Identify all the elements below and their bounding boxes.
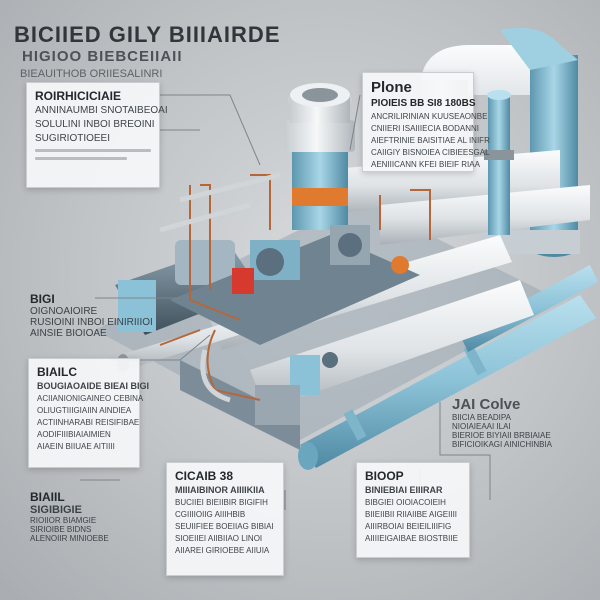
label-subheading: SIGIBIGIE	[30, 504, 82, 516]
panel-line: SUGIRIOTIOEEI	[35, 133, 111, 144]
panel-line: CNIIERI ISAIIIECIA BODANNI	[371, 124, 480, 133]
panel-subheading: BINIEBIAI EIIIRAR	[365, 485, 443, 495]
panel-line: AIEFTRINIE BAISITIAE AL INIFR	[371, 136, 490, 145]
panel-line: ACTIINHARABI REISIFIBAE	[37, 418, 140, 427]
info-panel-top-right: Plone PIOIEIS BB SI8 180BS ANCRILIRINIAN…	[362, 72, 490, 172]
white-pipe-main-2	[250, 280, 534, 410]
label-line: SIRIOIBE BIDNS	[30, 525, 92, 534]
label-line: RIOIIOR BIAMGIE	[30, 516, 97, 525]
panel-line: AENIIICANN KFEI BIEIF RIAA	[371, 160, 480, 169]
panel-line: OLIUGTIIIGIAIIN AINDIEA	[37, 406, 132, 415]
blue-column-right	[484, 90, 514, 235]
panel-line: AIAEIN BIIUAE AITIIII	[37, 442, 115, 451]
label-heading: BIGI	[30, 292, 55, 306]
page-title: BICIIED GILY BIIIAIRDE	[14, 22, 281, 47]
machine-base-front	[180, 360, 300, 450]
panel-subheading: BOUGIAOAIDE BIEAI BIGI	[37, 381, 150, 391]
panel-line: BUCIIEI BIEIIBIR BIGIFIH	[175, 498, 268, 507]
label-bottom-left: BIAIIL SIGIBIGIE RIOIIOR BIAMGIE SIRIOIB…	[30, 490, 109, 543]
central-tower	[285, 83, 355, 230]
label-line: AINSIE BIOIOAE	[30, 328, 107, 339]
label-heading: JAI Colve	[452, 396, 521, 413]
panel-line: AIIIIEIGAIBAE BIOSTBIIE	[365, 534, 458, 543]
label-line: OIGNOAIOIRE	[30, 306, 98, 317]
label-line: RUSIOINI INBOI EINIRIIIOI	[30, 317, 153, 328]
label-right: JAI Colve BIICIA BEADIPA NIOIAIEAAI ILAI…	[452, 396, 552, 449]
page-tagline: BIEAUITHOB ORIIESALINRI	[20, 68, 163, 80]
info-panel-bottom-right: BIOOP BINIEBIAI EIIIRAR BIBGIEI OIOIACOI…	[356, 462, 470, 558]
label-line: NIOIAIEAAI ILAI	[452, 422, 511, 431]
panel-line: ANCRILIRINIAN KUUSEAONBE	[371, 112, 488, 121]
label-heading: BIAIIL	[30, 490, 65, 504]
panel-line: AIIAREI GIRIOEBE AIIUIA	[175, 546, 270, 555]
panel-line: ANNINAUMBI SNOTAIBEOAI	[35, 105, 168, 116]
label-mid-left: BIGI OIGNOAIOIRE RUSIOINI INBOI EINIRIII…	[30, 292, 153, 339]
panel-line: BIBGIEI OIOIACOIEIH	[365, 498, 446, 507]
label-line: BIERIOE BIYIAII BRBIAIAE	[452, 431, 551, 440]
panel-line: CGIIIIOIIG AIIIHBIB	[175, 510, 246, 519]
panel-subheading: MIIIAIBINOR AIIIIKIIA	[175, 485, 265, 495]
label-line: BIICIA BEADIPA	[452, 413, 511, 422]
panel-heading: ROIRHICICIAIE	[35, 89, 122, 103]
text-placeholder-line	[35, 149, 151, 152]
panel-heading: BIAILC	[37, 365, 77, 379]
panel-line: SOLULINI INBOI BREOINI	[35, 119, 155, 130]
text-placeholder-line	[35, 157, 128, 160]
label-line: BIFICIOIKAGI AINICHINBIA	[452, 440, 553, 449]
panel-line: SIOEIIEI AIIBIIAO LINOI	[175, 534, 263, 543]
panel-heading: BIOOP	[365, 469, 404, 483]
panel-line: ACIIANIONIGAINEO CEBINA	[37, 394, 144, 403]
info-panel-bottom-center: CICAIB 38 MIIIAIBINOR AIIIIKIIA BUCIIEI …	[166, 462, 284, 576]
info-panel-top-left: ROIRHICICIAIE ANNINAUMBI SNOTAIBEOAI SOL…	[26, 82, 168, 188]
panel-heading: Plone	[371, 79, 412, 96]
panel-line: AODIFIIIBIAIAIMIEN	[37, 430, 111, 439]
panel-line: SEUIIFIEE BOEIIAG BIBIAI	[175, 522, 274, 531]
label-line: ALENOIIR MINIOEBE	[30, 534, 109, 543]
info-panel-mid-left: BIAILC BOUGIAOAIDE BIEAI BIGI ACIIANIONI…	[28, 358, 150, 468]
light-piping	[159, 172, 281, 403]
panel-line: CAIIGIY BISNOIEA CIBIEESGAL	[371, 148, 490, 157]
panel-heading: CICAIB 38	[175, 469, 234, 483]
panel-subheading: PIOIEIS BB SI8 180BS	[371, 98, 476, 109]
white-pipe-top-2	[380, 185, 590, 245]
page-subtitle: HIGIOO BIEBCEIIAII	[22, 48, 183, 65]
blue-pipe-lower	[298, 295, 596, 470]
panel-line: AIIIRBOIAI BEIEILIIIFIG	[365, 522, 452, 531]
panel-line: BIIEIIBII RIIAIIBE AIGEIIII	[365, 510, 458, 519]
